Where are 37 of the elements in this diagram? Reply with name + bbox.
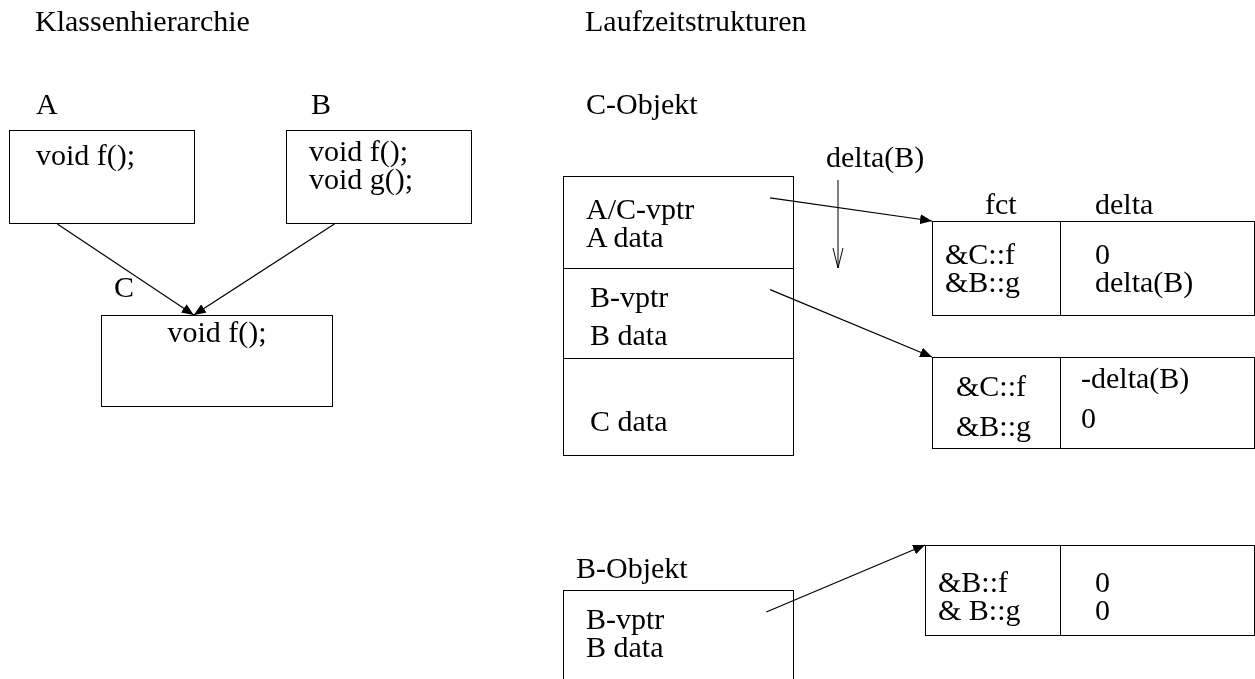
function-entry: &B::f bbox=[938, 568, 1008, 596]
arrow bbox=[769, 289, 933, 358]
function-entry: &C::f bbox=[956, 372, 1026, 400]
heading: C bbox=[114, 272, 134, 302]
method-declaration: void f(); bbox=[167, 318, 267, 346]
function-entry: &C::f bbox=[945, 240, 1015, 268]
object-field: A/C-vptr bbox=[586, 195, 695, 223]
heading: B bbox=[311, 89, 331, 119]
offset-label: delta(B) bbox=[826, 142, 925, 172]
vtable bbox=[932, 357, 1255, 449]
delta-entry: 0 bbox=[1095, 568, 1110, 596]
method-declaration: void f(); bbox=[309, 137, 409, 165]
object-field: B-vptr bbox=[586, 605, 665, 633]
delta-entry: delta(B) bbox=[1095, 267, 1194, 296]
arrow bbox=[765, 544, 926, 613]
delta-entry: 0 bbox=[1081, 403, 1096, 432]
function-entry: &B::g bbox=[945, 267, 1020, 296]
function-entry: & B::g bbox=[938, 595, 1021, 624]
function-entry: &B::g bbox=[956, 411, 1031, 440]
object-field: B data bbox=[590, 320, 668, 349]
delta-entry: 0 bbox=[1095, 595, 1110, 624]
arrow bbox=[193, 223, 335, 316]
object-field: C data bbox=[590, 407, 668, 435]
column-header: delta bbox=[1095, 189, 1154, 219]
delta-entry: 0 bbox=[1095, 240, 1110, 268]
arrow bbox=[56, 223, 195, 316]
method-declaration: void f(); bbox=[36, 141, 136, 169]
object-field: B-vptr bbox=[590, 283, 669, 311]
delta-entry: -delta(B) bbox=[1081, 364, 1190, 392]
section-title: Laufzeitstrukturen bbox=[585, 6, 807, 36]
column-header: fct bbox=[985, 189, 1017, 219]
vtable bbox=[925, 545, 1255, 636]
heading: C-Objekt bbox=[586, 89, 698, 119]
heading: A bbox=[36, 89, 58, 119]
section-title: Klassenhierarchie bbox=[35, 6, 250, 36]
arrow bbox=[769, 197, 933, 225]
heading: B-Objekt bbox=[576, 553, 688, 583]
